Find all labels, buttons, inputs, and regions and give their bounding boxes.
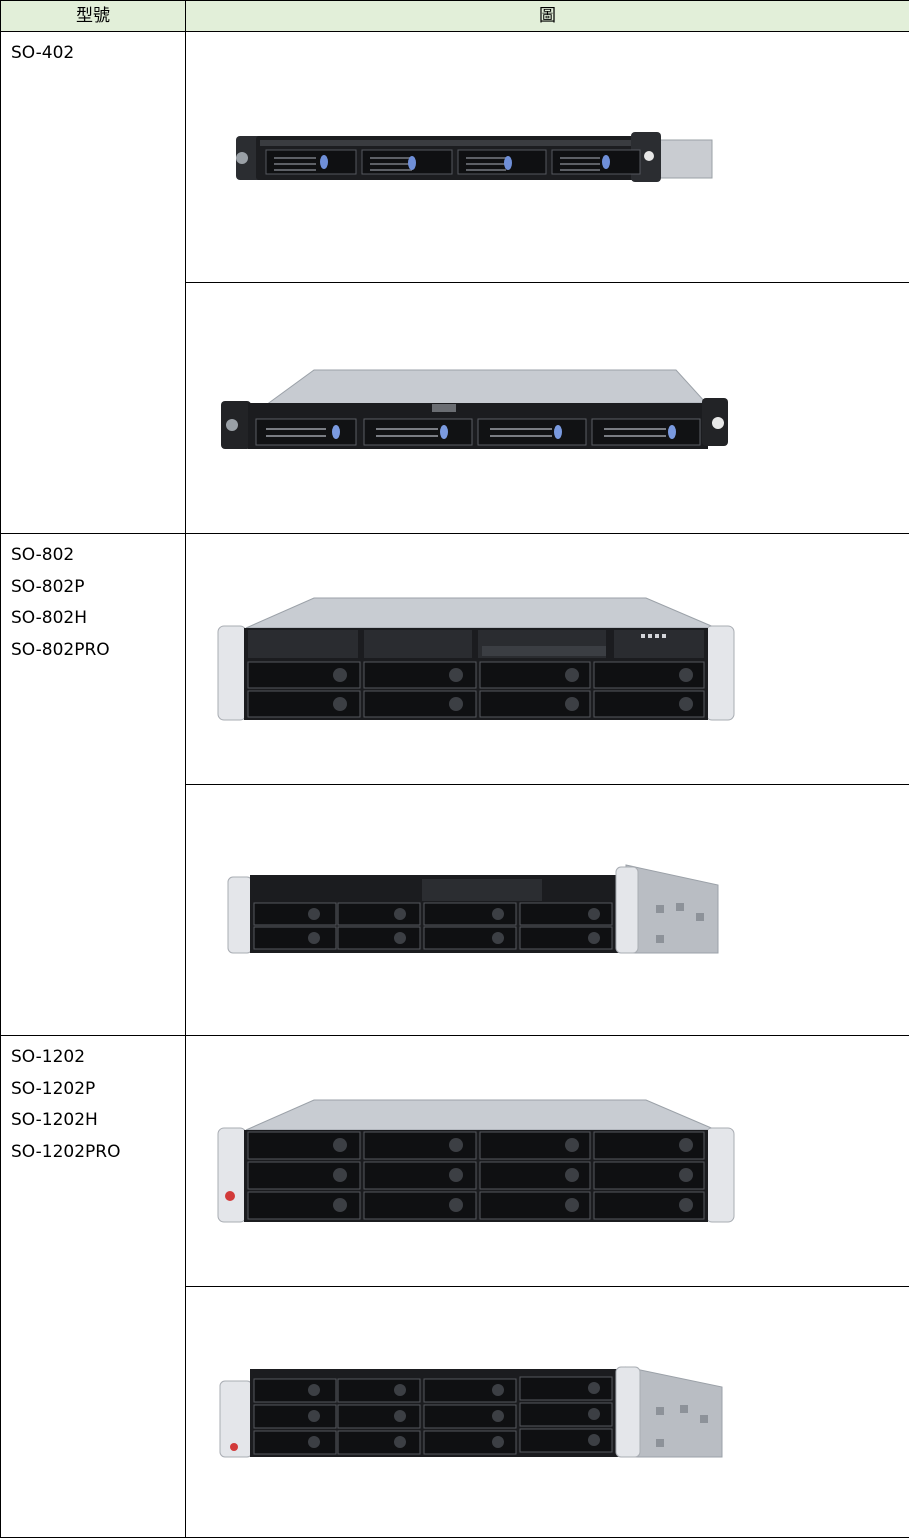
image-cell — [185, 282, 909, 534]
table-row: SO-802 SO-802P SO-802H SO-802PRO — [0, 533, 909, 1036]
model-cell: SO-1202 SO-1202P SO-1202H SO-1202PRO — [0, 1035, 186, 1538]
model-cell: SO-402 — [0, 31, 186, 534]
model-name: SO-802 — [11, 545, 75, 565]
server-1u-front-image — [236, 132, 713, 182]
model-name: SO-802P — [11, 576, 85, 597]
model-cell: SO-802 SO-802P SO-802H SO-802PRO — [0, 533, 186, 1036]
model-name: SO-402 — [11, 43, 75, 63]
server-2u-12bay-side-image — [219, 1366, 723, 1458]
server-2u-8bay-side-image — [227, 864, 719, 954]
model-name: SO-802PRO — [11, 639, 110, 660]
model-name: SO-1202P — [11, 1078, 96, 1099]
server-2u-8bay-angled-image — [217, 597, 735, 721]
header-row: 型號 圖 — [0, 0, 909, 32]
image-cell — [185, 1035, 909, 1287]
table-row — [1, 784, 909, 1036]
table-row — [1, 282, 909, 534]
image-cell — [185, 31, 909, 283]
header-image: 圖 — [185, 0, 909, 32]
table-row: SO-402 — [0, 31, 909, 534]
server-1u-angled-image — [221, 369, 728, 449]
image-cell — [185, 533, 909, 785]
model-name: SO-1202PRO — [11, 1141, 121, 1162]
image-cell — [185, 784, 909, 1036]
server-2u-12bay-angled-image — [217, 1099, 735, 1223]
table-row — [1, 1286, 909, 1538]
model-name: SO-1202H — [11, 1110, 98, 1130]
header-model: 型號 — [0, 0, 186, 32]
image-cell — [185, 1286, 909, 1538]
model-name: SO-802H — [11, 608, 88, 628]
table-row: SO-1202 SO-1202P SO-1202H SO-1202PRO — [0, 1035, 909, 1538]
model-name: SO-1202 — [11, 1047, 86, 1067]
